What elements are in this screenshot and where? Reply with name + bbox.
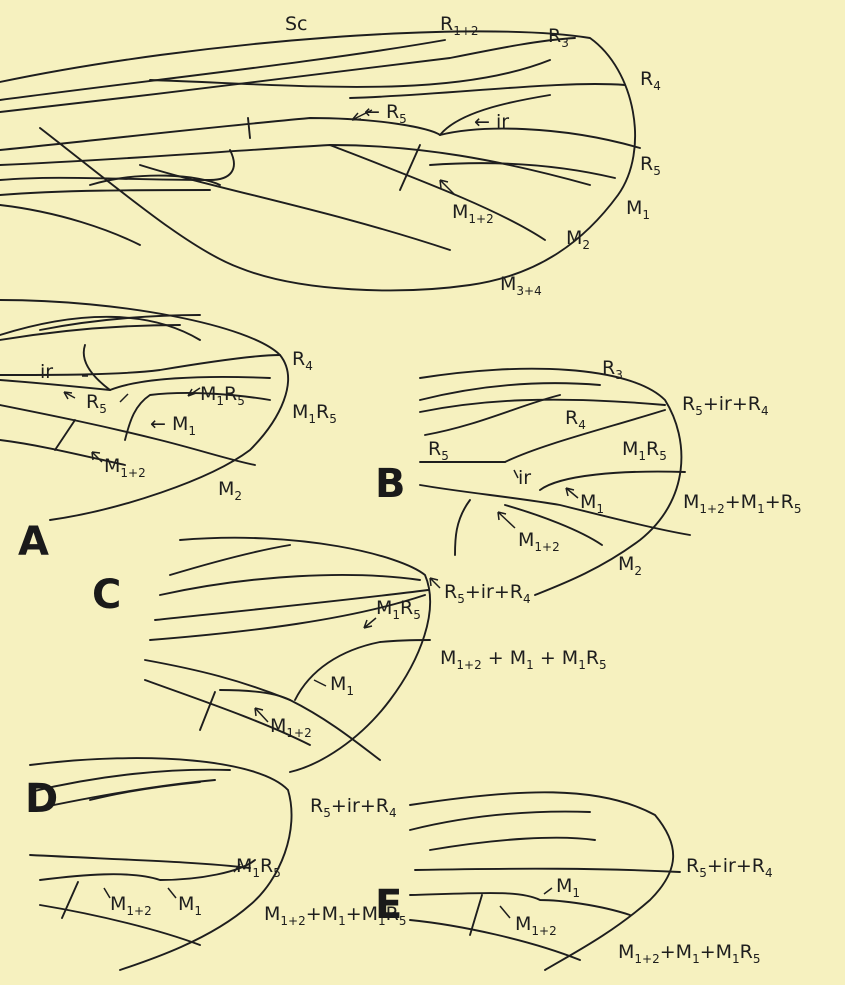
panel-a-letter: A — [18, 519, 49, 565]
panel-a-label-m1r5-inner: M1R5 — [200, 383, 245, 408]
panel-c-arrow-m1r5 — [364, 618, 376, 628]
panel-b-label-r4: R4 — [565, 407, 586, 432]
panel-a-arrow-r5-right — [120, 394, 128, 402]
panel-d-vein-3 — [90, 782, 200, 800]
panel-c-arrow-m12 — [255, 708, 268, 722]
vein-r1 — [0, 38, 575, 112]
panel-d-vein-m1r5 — [40, 860, 255, 880]
main-wing: Sc R1+2 R3 R4 ← R5 ← ir R5 M1 M1+2 M2 M3… — [0, 13, 661, 298]
panel-a-label-r4: R4 — [292, 348, 313, 373]
vein-anal-4 — [0, 205, 140, 245]
label-r3: R3 — [548, 25, 569, 50]
panel-b-label-ir: ir — [518, 467, 531, 489]
panel-d-label-m12: M1+2 — [110, 893, 152, 918]
label-r5-inner: ← R5 — [364, 101, 407, 126]
label-r4: R4 — [640, 68, 661, 93]
panel-c-label-merge: R5+ir+R4 — [444, 581, 531, 606]
panel-e: R5+ir+R4 M1 M1+2 M1+2+M1+M1R5 E — [375, 792, 773, 970]
panel-a-vein-m1 — [125, 393, 270, 440]
panel-c-label-m12: M1+2 — [270, 715, 312, 740]
label-m34: M3+4 — [500, 273, 542, 298]
panel-a-cross — [55, 420, 75, 450]
panel-a-vein-rs — [0, 380, 110, 390]
panel-c: R5+ir+R4 M1R5 M1+2 + M1 + M1R5 M1 M1+2 C — [92, 538, 607, 772]
panel-e-arrow-m12 — [500, 906, 510, 918]
panel-b-label-m1: M1 — [580, 491, 604, 516]
panel-a-label-m12: M1+2 — [104, 455, 146, 480]
panel-b-label-m2: M2 — [618, 553, 642, 578]
label-r12: R1+2 — [440, 13, 479, 38]
panel-e-label-merge-m: M1+2+M1+M1R5 — [618, 941, 761, 966]
panel-c-letter: C — [92, 572, 121, 618]
vein-r5 — [440, 129, 640, 148]
label-m12: M1+2 — [452, 201, 494, 226]
panel-c-label-merge-m: M1+2 + M1 + M1R5 — [440, 647, 607, 672]
vein-m2 — [330, 145, 545, 240]
panel-d-label-m1r5: M1R5 — [236, 855, 281, 880]
panel-e-vein-m1 — [410, 893, 630, 915]
panel-b-label-m12: M1+2 — [518, 529, 560, 554]
panel-c-cross — [200, 692, 215, 730]
panel-a-arrow-m1r5 — [188, 388, 200, 396]
label-sc: Sc — [285, 13, 308, 35]
panel-c-vein-1 — [170, 545, 290, 575]
panel-d-vein-4 — [30, 855, 250, 868]
panel-b-label-r3: R3 — [602, 357, 623, 382]
panel-a: ir R4 M1R5 R5 ← M1 M1R5 M1+2 M2 A — [0, 300, 337, 565]
panel-b-vein-m12 — [455, 500, 470, 555]
panel-b-vein-1 — [420, 383, 600, 400]
panel-a-label-m2: M2 — [218, 478, 242, 503]
panel-d-label-m1: M1 — [178, 893, 202, 918]
panel-a-vein-5 — [110, 377, 270, 390]
panel-b-letter: B — [375, 461, 406, 507]
panel-e-vein-3 — [415, 869, 680, 872]
panel-a-vein-ir — [84, 345, 110, 390]
panel-c-arrow-m1 — [314, 680, 326, 686]
panel-c-label-m1: M1 — [330, 673, 354, 698]
vein-cross-1 — [248, 118, 250, 138]
panel-a-label-m1: ← M1 — [150, 413, 196, 438]
panel-b: R3 R5+ir+R4 R4 R5 M1R5 ir M1 M1+2+M1+R5 … — [375, 357, 801, 595]
panel-a-label-r5: R5 — [86, 391, 107, 416]
panel-d-arrow-m1 — [168, 888, 176, 898]
panel-a-label-m1r5-margin: M1R5 — [292, 401, 337, 426]
panel-b-vein-m — [420, 485, 690, 535]
panel-a-arrow-r5-left — [64, 392, 75, 399]
panel-a-vein-m — [0, 405, 255, 465]
vein-cross-2 — [400, 145, 420, 190]
label-r5-margin: R5 — [640, 153, 661, 178]
panel-b-arrow-m12 — [498, 512, 515, 528]
panel-b-vein-m1r5 — [540, 472, 685, 490]
panel-e-vein-2 — [430, 838, 595, 850]
panel-c-label-m1r5: M1R5 — [376, 597, 421, 622]
panel-e-label-merge: R5+ir+R4 — [686, 855, 773, 880]
panel-e-letter: E — [375, 882, 402, 928]
panel-e-cross — [470, 895, 482, 935]
panel-b-arrow-m1 — [566, 488, 578, 498]
panel-d-letter: D — [25, 776, 58, 822]
panel-d-cross — [62, 882, 78, 918]
panel-d: R5+ir+R4 M1R5 M1+2 M1 M1+2+M1+M1R5 D — [25, 758, 407, 970]
arrow-m12 — [440, 180, 455, 195]
label-m1: M1 — [626, 197, 650, 222]
panel-b-label-m1r5: M1R5 — [622, 438, 667, 463]
panel-b-label-merge-m: M1+2+M1+R5 — [683, 491, 801, 516]
panel-a-label-ir: ir — [40, 361, 53, 383]
vein-anal-1 — [0, 150, 234, 180]
panel-e-arrow-m1 — [544, 888, 552, 894]
panel-c-arrow-merge — [430, 578, 440, 588]
label-ir: ← ir — [474, 111, 509, 133]
panel-c-vein-2 — [160, 575, 420, 595]
panel-e-label-m1: M1 — [556, 875, 580, 900]
panel-b-label-merge: R5+ir+R4 — [682, 393, 769, 418]
panel-b-vein-3 — [425, 395, 560, 435]
vein-anal-2 — [0, 190, 210, 195]
vein-m1 — [430, 163, 615, 178]
panel-d-label-merge: R5+ir+R4 — [310, 795, 397, 820]
panel-b-vein-2 — [420, 400, 665, 412]
panel-b-label-r5: R5 — [428, 438, 449, 463]
panel-e-vein-1 — [410, 812, 590, 830]
panel-e-label-m12: M1+2 — [515, 913, 557, 938]
